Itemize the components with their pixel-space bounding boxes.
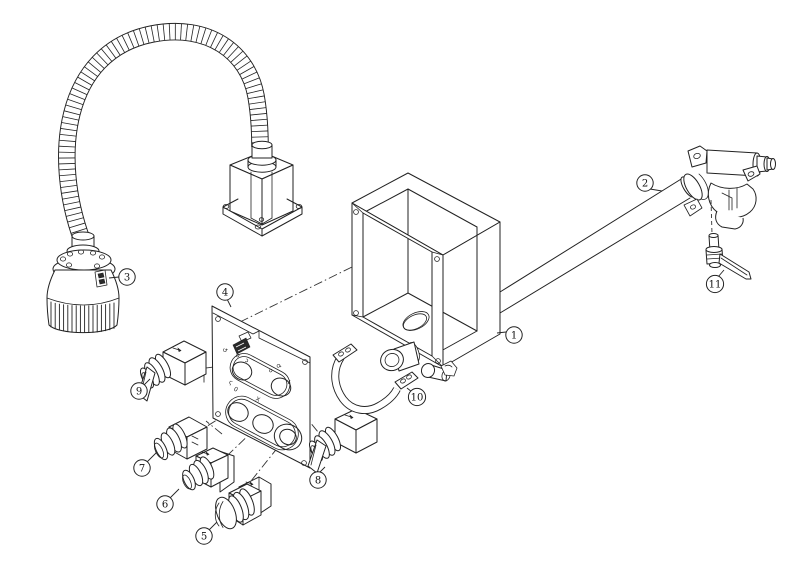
pushbutton-7	[153, 416, 208, 461]
callout-5-bubble	[195, 527, 213, 545]
callout-6: 6	[156, 488, 180, 513]
callout-8-bubble	[309, 471, 327, 489]
callout-4: 4	[216, 283, 234, 308]
callout-5-label: 5	[201, 532, 207, 543]
legend-symbol: X	[254, 396, 261, 404]
cable-gland-right	[420, 363, 451, 382]
callout-2: 2	[636, 174, 663, 192]
legend-symbol: o	[234, 352, 241, 360]
box-corner-foot	[440, 360, 458, 377]
gooseneck-ribs	[58, 23, 269, 240]
lamp-flange-bolt-holes	[60, 249, 106, 269]
callout-7-bubble	[133, 459, 151, 477]
cable-gland-left	[380, 341, 420, 372]
callout-6-bubble	[156, 495, 174, 513]
callout-5: 5	[195, 521, 218, 545]
callout-10-bubble	[407, 387, 427, 407]
u-handle	[331, 343, 419, 415]
legend-symbol: o	[267, 367, 274, 375]
panel-screw-holes	[215, 316, 308, 466]
pushbutton-6	[182, 447, 235, 493]
callout-10: 10	[406, 387, 427, 407]
lamp-label	[94, 269, 108, 288]
callout-11-bubble	[705, 274, 725, 294]
gooseneck-mount-block	[222, 140, 303, 237]
callout-2-bubble	[636, 174, 654, 192]
callout-3: 3	[108, 268, 136, 286]
callout-7-label: 7	[139, 464, 145, 475]
clamp-lever	[705, 233, 752, 280]
support-arm-pole	[499, 175, 696, 314]
callout-2-label: 2	[642, 179, 648, 190]
selector-switch-9	[137, 340, 207, 402]
callout-9: 9	[130, 378, 151, 400]
selector-switch-8	[307, 408, 378, 474]
callouts: 1 2 3 4 5 6 7	[108, 174, 725, 545]
callout-3-bubble	[118, 268, 136, 286]
callout-4-label: 4	[222, 288, 228, 299]
callout-10-label: 10	[411, 393, 424, 404]
box-flange-screw-holes	[353, 209, 441, 364]
legend-symbol: ɔ	[244, 357, 250, 365]
legend-symbol: ⟳	[275, 362, 283, 371]
callout-1: 1	[496, 326, 523, 344]
legend-symbol: ς	[228, 379, 234, 387]
callout-11-label: 11	[709, 280, 722, 291]
callout-4-bubble	[216, 283, 234, 301]
legend-symbol: 0	[232, 386, 239, 394]
panel-nameplate	[232, 331, 252, 355]
callout-6-label: 6	[162, 500, 168, 511]
gooseneck-flex-arm	[58, 22, 269, 244]
legend-symbol: ↺	[221, 346, 229, 355]
callout-7: 7	[133, 451, 158, 477]
legend-symbol: I	[286, 379, 291, 386]
panel-legend-symbols: ↺ o ɔ o ⟳ I ς 0 X	[221, 346, 291, 403]
arm-clamp-head	[683, 145, 776, 235]
callout-11: 11	[705, 269, 725, 294]
callout-9-bubble	[130, 382, 148, 400]
panel-upper-slot	[229, 353, 292, 399]
control-box	[351, 172, 501, 382]
lamp-fins	[50, 301, 115, 333]
callout-1-bubble	[505, 326, 523, 344]
callout-9-label: 9	[136, 387, 142, 398]
lamp-head	[46, 231, 120, 334]
control-panel-plate: ↺ o ɔ o ⟳ I ς 0 X	[211, 305, 311, 469]
callout-8-label: 8	[315, 476, 321, 487]
mushroom-button-5	[214, 476, 272, 530]
callout-1-label: 1	[511, 331, 517, 342]
panel-lower-slot	[225, 395, 303, 451]
callout-3-label: 3	[124, 273, 130, 284]
callout-8: 8	[309, 466, 327, 489]
